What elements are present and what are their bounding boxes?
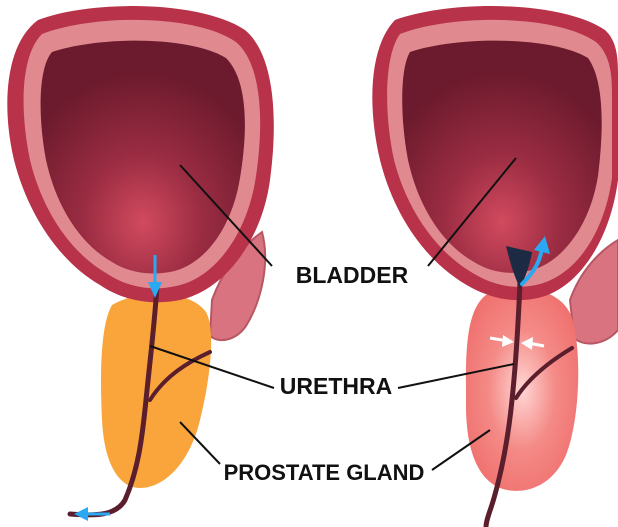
label-urethra: URETHRA (280, 373, 392, 399)
enlarged-illustration (372, 6, 618, 527)
label-prostate-gland: PROSTATE GLAND (224, 460, 425, 485)
arrow-left-icon (74, 507, 110, 521)
label-bladder: BLADDER (296, 262, 409, 288)
normal-illustration (7, 6, 273, 521)
